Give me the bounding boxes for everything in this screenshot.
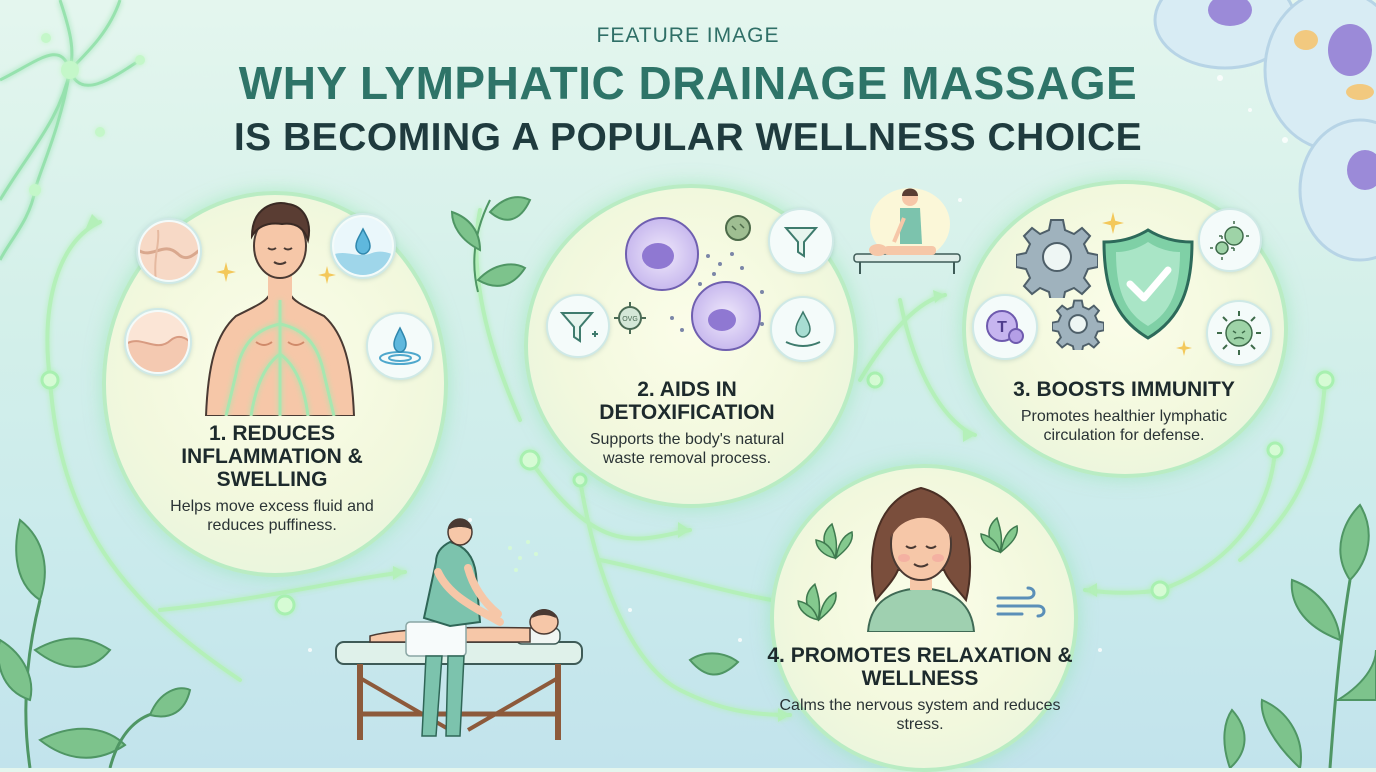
- massage-table-illustration: [335, 518, 583, 740]
- leaves-middle: [450, 196, 740, 676]
- benefit-description: Supports the body's natural waste remova…: [589, 431, 785, 467]
- droplet-ripple-icon: [366, 312, 434, 380]
- relaxed-woman-illustration: [866, 486, 976, 632]
- feature-kicker: FEATURE IMAGE: [596, 24, 780, 47]
- sparkle-icon: [1102, 212, 1124, 234]
- leaf-icon: [797, 582, 837, 622]
- leaves-bottom-right: [1223, 503, 1376, 768]
- leaves-bottom-left: [0, 518, 192, 768]
- wind-icon: [996, 586, 1046, 618]
- tcell-label: T: [997, 319, 1007, 336]
- lymph-body-illustration: [204, 202, 356, 416]
- water-drop-icon: [770, 296, 836, 362]
- benefit-title: 3. BOOSTS IMMUNITY: [1013, 378, 1235, 401]
- leaf-icon: [815, 522, 854, 560]
- gear-icon: [1016, 219, 1098, 298]
- benefit-text-detoxification: 2. AIDS IN DETOXIFICATION Supports the b…: [572, 378, 802, 468]
- benefit-text-relaxation: 4. PROMOTES RELAXATION & WELLNESS Calms …: [760, 644, 1080, 734]
- swollen-skin-icon: [124, 308, 192, 376]
- benefit-description: Promotes healthier lymphatic circulation…: [1020, 408, 1228, 444]
- sparkle-icon: [318, 266, 336, 284]
- page-subtitle: IS BECOMING A POPULAR WELLNESS CHOICE: [233, 116, 1143, 159]
- benefit-title: 4. PROMOTES RELAXATION & WELLNESS: [767, 644, 1073, 690]
- germ-icon: OVG: [614, 302, 646, 334]
- sparkle-icon: [1176, 340, 1192, 356]
- shield-check-icon: [1102, 228, 1194, 340]
- filter-funnel-icon: [768, 208, 834, 274]
- benefit-title: 2. AIDS IN DETOXIFICATION: [599, 378, 775, 424]
- flow-arrows: [45, 208, 1327, 717]
- skin-icon: [136, 218, 202, 284]
- leaf-icon: [980, 516, 1019, 554]
- sparkle-icon: [216, 262, 236, 282]
- filter-funnel-icon: [546, 294, 610, 358]
- page-title: WHY LYMPHATIC DRAINAGE MASSAGE: [238, 57, 1138, 109]
- benefit-text-immunity: 3. BOOSTS IMMUNITY Promotes healthier ly…: [990, 378, 1258, 445]
- benefit-title: 1. REDUCES INFLAMMATION & SWELLING: [181, 422, 363, 491]
- benefit-text-inflammation: 1. REDUCES INFLAMMATION & SWELLING Helps…: [152, 422, 392, 535]
- benefit-description: Calms the nervous system and reduces str…: [779, 697, 1061, 733]
- t-cell-icon: T: [972, 294, 1038, 360]
- virus-icon: [1206, 300, 1272, 366]
- cell-illustration: [625, 215, 764, 351]
- water-drop-icon: [330, 213, 396, 279]
- benefit-description: Helps move excess fluid and reduces puff…: [170, 498, 374, 534]
- virus-icon: [1198, 208, 1262, 272]
- cells-top-right: [1153, 0, 1376, 262]
- gear-icon: [1052, 299, 1104, 350]
- cell-label: OVG: [622, 316, 638, 323]
- massage-vignette-illustration: [853, 188, 961, 274]
